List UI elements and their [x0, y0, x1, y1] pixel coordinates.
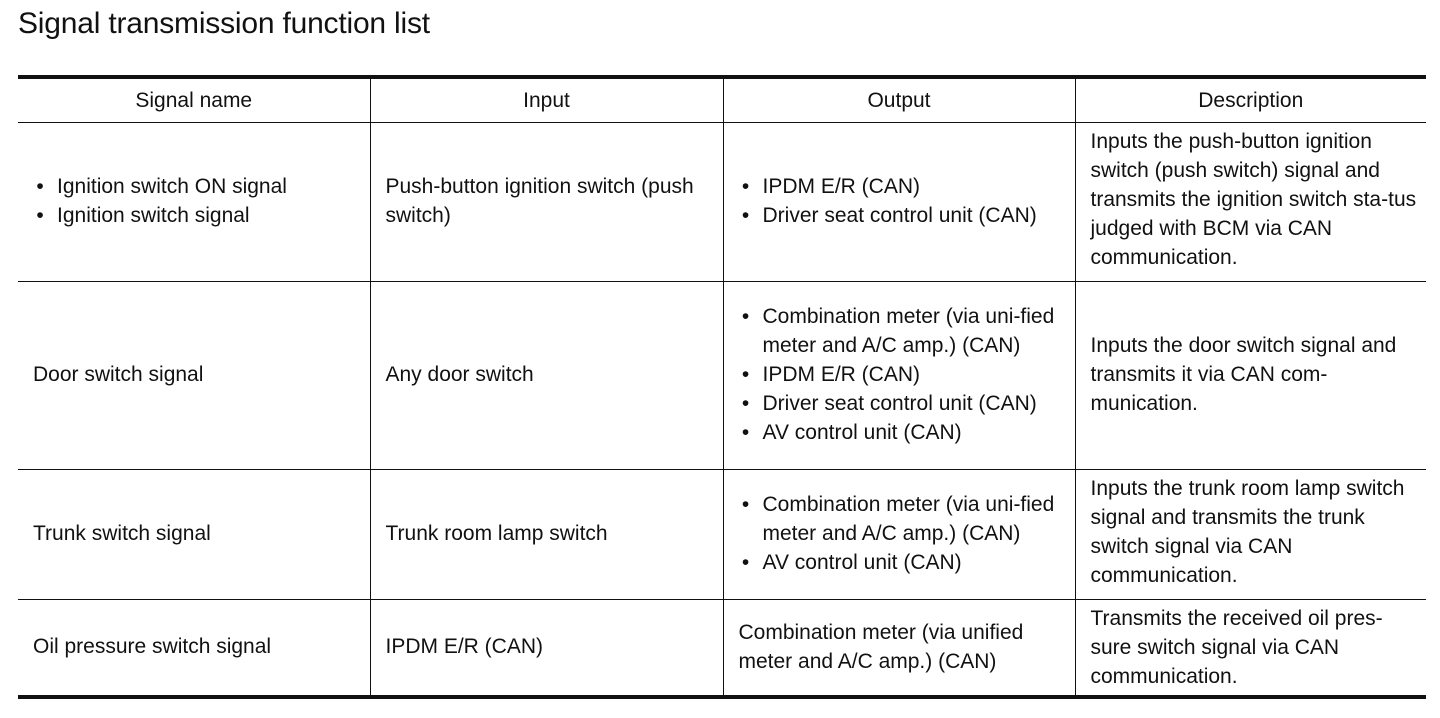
header-output: Output: [722, 75, 1075, 123]
signal-name-cell: •Ignition switch ON signal •Ignition swi…: [18, 122, 370, 282]
list-item: •Driver seat control unit (CAN): [739, 389, 1067, 418]
list-item: •IPDM E/R (CAN): [739, 360, 1067, 389]
signal-name-list: •Ignition switch ON signal •Ignition swi…: [33, 172, 362, 230]
input-cell: Any door switch: [369, 281, 723, 470]
input-cell: Trunk room lamp switch: [369, 469, 723, 600]
output-cell: •Combination meter (via uni-fied meter a…: [722, 469, 1075, 600]
signal-function-table: Signal name Input Output Description •Ig…: [18, 75, 1426, 699]
page-title: Signal transmission function list: [18, 7, 430, 40]
input-cell: IPDM E/R (CAN): [369, 599, 723, 699]
signal-function-table-container: Signal name Input Output Description •Ig…: [18, 75, 1426, 699]
output-cell: •Combination meter (via uni-fied meter a…: [722, 281, 1075, 470]
list-item: •IPDM E/R (CAN): [739, 172, 1067, 201]
list-item: •AV control unit (CAN): [739, 418, 1067, 447]
output-list: •Combination meter (via uni-fied meter a…: [739, 302, 1067, 447]
description-cell: Inputs the trunk room lamp switch signal…: [1074, 469, 1426, 600]
bullet-icon: •: [741, 493, 750, 516]
signal-name-cell: Door switch signal: [18, 281, 370, 470]
header-input: Input: [369, 75, 723, 123]
description-cell: Transmits the received oil pres-sure swi…: [1074, 599, 1426, 699]
description-cell: Inputs the push-button ignition switch (…: [1074, 122, 1426, 282]
signal-name-cell: Trunk switch signal: [18, 469, 370, 600]
bullet-icon: •: [741, 392, 750, 415]
bullet-icon: •: [36, 204, 44, 227]
bullet-icon: •: [741, 305, 750, 328]
list-item: •Combination meter (via uni-fied meter a…: [739, 490, 1067, 548]
table-row: Trunk switch signal Trunk room lamp swit…: [18, 469, 1426, 600]
list-item: •Ignition switch signal: [33, 201, 362, 230]
bullet-icon: •: [36, 175, 44, 198]
bullet-icon: •: [741, 551, 750, 574]
description-cell: Inputs the door switch signal and transm…: [1074, 281, 1426, 470]
signal-name-cell: Oil pressure switch signal: [18, 599, 370, 699]
output-cell: •IPDM E/R (CAN) •Driver seat control uni…: [722, 122, 1075, 282]
header-signal-name: Signal name: [18, 75, 370, 123]
list-item: •Ignition switch ON signal: [33, 172, 362, 201]
bullet-icon: •: [741, 363, 750, 386]
output-list: •Combination meter (via uni-fied meter a…: [739, 490, 1067, 577]
bullet-icon: •: [741, 175, 750, 198]
list-item: •Combination meter (via uni-fied meter a…: [739, 302, 1067, 360]
header-description: Description: [1074, 75, 1426, 123]
table-row: Oil pressure switch signal IPDM E/R (CAN…: [18, 599, 1426, 699]
output-cell: Combination meter (via unified meter and…: [722, 599, 1075, 699]
table-row: Door switch signal Any door switch •Comb…: [18, 281, 1426, 470]
table-row: •Ignition switch ON signal •Ignition swi…: [18, 122, 1426, 282]
table-header-row: Signal name Input Output Description: [18, 75, 1426, 123]
bullet-icon: •: [741, 204, 750, 227]
bullet-icon: •: [741, 421, 750, 444]
list-item: •Driver seat control unit (CAN): [739, 201, 1067, 230]
input-cell: Push-button ignition switch (push switch…: [369, 122, 723, 282]
output-list: •IPDM E/R (CAN) •Driver seat control uni…: [739, 172, 1067, 230]
list-item: •AV control unit (CAN): [739, 548, 1067, 577]
